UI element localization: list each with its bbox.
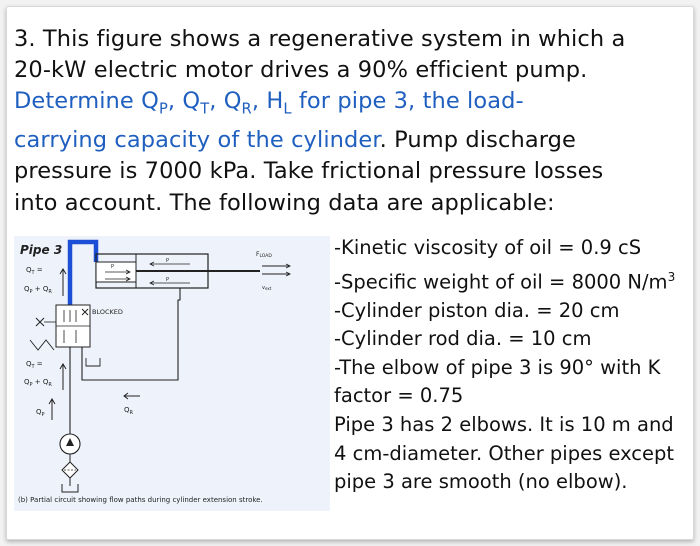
fload-label: FLOAD: [256, 251, 272, 259]
tank-icon: [85, 358, 101, 367]
valve-p-label-3: P: [166, 277, 169, 283]
problem-line-4: carrying capacity of the cylinder. Pump …: [14, 125, 679, 156]
valve-paths-top: [63, 310, 77, 322]
valve-actuator-icon: [29, 339, 55, 351]
cylinder-arrow-2: [149, 280, 190, 286]
data-item-pipe3-a: Pipe 3 has 2 elbows. It is 10 m and: [334, 413, 674, 437]
text-qt: , Q: [167, 88, 201, 115]
qr-label: QR: [124, 406, 134, 416]
sub-t: T: [200, 100, 210, 118]
problem-text: 3. This figure shows a regenerative syst…: [14, 24, 679, 219]
flow-arrow-up-mid: [59, 363, 67, 390]
blocked-label: BLOCKED: [92, 308, 123, 316]
fload-arrow: [262, 263, 292, 269]
text-qr: , Q: [209, 88, 242, 115]
problem-line-2: 20-kW electric motor drives a 90% effici…: [14, 57, 588, 84]
data-list: -Kinetic viscosity of oil = 0.9 cS -Spec…: [334, 234, 694, 497]
pump-arrow-icon: [66, 438, 74, 446]
data-item-k-factor: factor = 0.75: [334, 384, 464, 408]
flow-arrow-up-top: [59, 268, 67, 296]
data-item-piston-dia: -Cylinder piston dia. = 20 cm: [334, 298, 620, 322]
data-item-viscosity: -Kinetic viscosity of oil = 0.9 cS: [334, 236, 642, 259]
qp-qr-label-mid: QP + QR: [24, 378, 52, 388]
specific-weight-text: -Specific weight of oil = 8000 N/m: [334, 270, 668, 294]
qt-label-top: QT =: [26, 266, 43, 276]
blocked-x-icon: [81, 308, 89, 316]
text-load-carrying: carrying capacity of the cylinder: [14, 127, 380, 154]
cylinder-arrow-1: [149, 261, 190, 267]
vext-label: vext: [262, 285, 272, 291]
valve-arrow-2: [105, 276, 131, 282]
specific-weight-exponent: 3: [667, 269, 676, 284]
data-item-pipe3-b: 4 cm-diameter. Other pipes except: [334, 441, 675, 465]
problem-line-5: pressure is 7000 kPa. Take frictional pr…: [14, 158, 604, 185]
reservoir-icon: [61, 484, 79, 493]
data-item-pipe3-c: pipe 3 are smooth (no elbow).: [334, 470, 628, 494]
data-item-rod-dia: -Cylinder rod dia. = 10 cm: [334, 327, 592, 351]
valve-p-label-2: P: [166, 258, 169, 264]
data-item-specific-weight: -Specific weight of oil = 8000 N/m3: [334, 263, 694, 297]
sub-r: R: [241, 100, 252, 118]
sub-p: P: [158, 100, 168, 118]
qt-label-mid: QT =: [26, 360, 43, 370]
figure-background: [14, 236, 330, 511]
figure-caption: (b) Partial circuit showing flow paths d…: [18, 496, 263, 504]
pipe3-line: [67, 239, 99, 305]
text-hl: , H: [251, 88, 284, 115]
problem-line-3: Determine QP, QT, QR, HL for pipe 3, the…: [14, 86, 679, 125]
flow-arrow-qr: [123, 392, 140, 400]
problem-line-1: 3. This figure shows a regenerative syst…: [14, 26, 626, 52]
flow-arrow-qp: [48, 398, 56, 420]
return-line: [81, 288, 181, 381]
problem-line-6: into account. The following data are app…: [14, 189, 555, 216]
data-item-elbow: -The elbow of pipe 3 is 90° with K: [334, 355, 661, 379]
valve-arrow-1: [105, 269, 131, 275]
valve-p-label-1: P: [111, 264, 114, 270]
valve-spring-icon: [35, 317, 45, 327]
qp-label: QP: [36, 408, 45, 418]
text-determine: Determine Q: [14, 88, 159, 115]
sub-l: L: [283, 100, 292, 118]
text-pipe3: for pipe 3, the load-: [291, 88, 524, 115]
valve-paths-bottom: [63, 330, 77, 343]
pipe3-label: Pipe 3: [20, 243, 62, 257]
text-pump-discharge: . Pump discharge: [379, 127, 576, 154]
qp-qr-label-top: QP + QR: [24, 285, 52, 295]
fload-arrow-2: [262, 271, 292, 277]
